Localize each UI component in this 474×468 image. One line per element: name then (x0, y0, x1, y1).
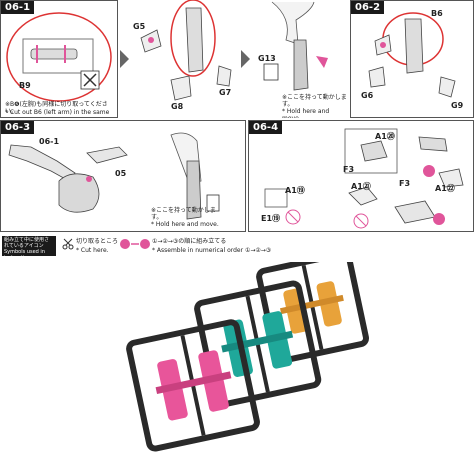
part-label: E1⑲ (261, 214, 281, 223)
part-label: B6 (431, 9, 443, 18)
scissors-icon (62, 238, 74, 250)
note-en: * Cut out B6 (left arm) in the same way. (5, 109, 110, 117)
hand-part-illustration (264, 128, 464, 229)
icon-legend: 組み立て中に使用されているアイコン Symbols used in instru… (0, 232, 474, 261)
part-label: G13 (258, 54, 276, 63)
runner-frames (126, 250, 370, 452)
step-panel-06-2: 06-2 B6 G6 G9 (350, 0, 474, 118)
step-panel-06-4: 06-4 A1⑳ F3 F3 A1㉑ A1㉒ A1⑲ E1⑲ (248, 120, 474, 232)
legend-order-jp: ①→②→③の順に組み立てる (152, 238, 227, 245)
runner-illustration (6, 12, 112, 102)
part-label: F3 (343, 165, 355, 174)
arm-illustration (368, 12, 456, 98)
part-label: 05 (115, 169, 127, 178)
step-number: 06-2 (351, 1, 385, 14)
assembly-illustration (8, 132, 220, 220)
part-label: A1⑳ (375, 132, 395, 141)
step-panel-06-1: 06-1 B9 ※B❻(左腕)も同様に切り取ってください。 * Cut out … (0, 0, 118, 118)
legend-order-en: * Assemble in numerical order ①→②→③ (152, 247, 272, 254)
note-en: * Hold here and move. (282, 108, 330, 118)
legend-title: 組み立て中に使用されているアイコン Symbols used in instru… (2, 236, 56, 261)
hand-illustration (263, 1, 328, 91)
step-panel-mid-1: G5 G8 G7 (131, 0, 239, 118)
note-jp: ※ここを持って動かします。 (151, 207, 216, 221)
legend-cut-en: * Cut here. (76, 247, 109, 254)
legend-cut-jp: 切り取るところ (76, 238, 119, 245)
part-label: G6 (361, 91, 374, 100)
part-label: A1㉒ (435, 184, 455, 193)
part-label: G5 (133, 22, 146, 31)
step-panel-06-3: 06-3 06-1 05 ※ここを持って動かします。 * Hold here a… (0, 120, 246, 232)
step-number: 06-3 (1, 121, 35, 134)
part-label: A1⑲ (285, 186, 305, 195)
step-arrow (120, 50, 129, 68)
part-label: A1㉑ (351, 182, 371, 191)
part-label: B9 (19, 81, 31, 90)
step-panel-mid-2: G13 ※ここを持って動かします。 * Hold here and move. (252, 0, 348, 118)
instruction-manual: 06-1 B9 ※B❻(左腕)も同様に切り取ってください。 * Cut out … (0, 0, 474, 261)
note-jp: ※B❻(左腕)も同様に切り取ってください。 (5, 101, 108, 115)
part-label: G8 (171, 102, 184, 111)
note-en: * Hold here and move. (151, 221, 219, 228)
runner-photo (0, 250, 474, 464)
arm-illustration (140, 0, 232, 101)
note-jp: ※ここを持って動かします。 (282, 94, 347, 108)
step-number: 06-1 (1, 1, 35, 14)
part-label: F3 (399, 179, 411, 188)
part-label: G9 (451, 101, 464, 110)
step-number: 06-4 (249, 121, 283, 134)
part-label: 06-1 (39, 137, 60, 146)
step-arrow (241, 50, 250, 68)
part-label: G7 (219, 88, 232, 97)
order-icon (120, 239, 150, 249)
